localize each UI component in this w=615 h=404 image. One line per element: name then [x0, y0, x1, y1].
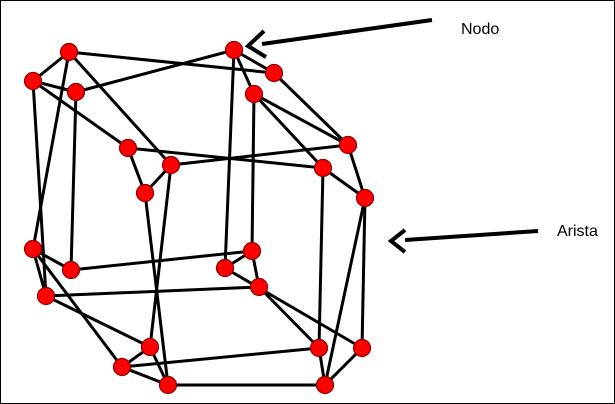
edge-arrow-head — [387, 228, 407, 254]
graph-edge — [272, 71, 350, 147]
graph-edge — [223, 48, 236, 270]
graph-node — [249, 277, 269, 297]
node-arrow-head — [244, 29, 268, 59]
graph-edge — [31, 79, 48, 298]
graph-edge — [44, 294, 152, 349]
graph-edge — [120, 346, 321, 369]
nodes-group — [23, 40, 375, 395]
graph-node — [59, 42, 79, 62]
graph-node — [355, 188, 375, 208]
graph-edge — [67, 50, 173, 167]
edge-arrow-shaft — [404, 229, 539, 242]
graph-edge — [148, 163, 173, 349]
graph-edge — [31, 79, 130, 150]
graph-edge — [44, 285, 261, 298]
graph-node — [118, 138, 138, 158]
graph-edge — [223, 266, 364, 350]
graph-node — [309, 338, 329, 358]
graph-edge — [69, 249, 254, 272]
graph-edge — [69, 90, 78, 272]
graph-node — [23, 239, 43, 259]
graph-edge — [74, 48, 236, 94]
graph-node — [161, 155, 181, 175]
graph-node — [112, 357, 132, 377]
graph-edge — [257, 285, 321, 350]
graph-node — [36, 286, 56, 306]
graph-edge — [31, 50, 71, 251]
graph-node — [313, 158, 333, 178]
graph-node — [315, 375, 335, 395]
graph-node — [158, 375, 178, 395]
graph-node — [224, 40, 244, 60]
node-annotation: Nodo — [244, 18, 499, 59]
graph-edge — [143, 191, 170, 387]
graph-node — [264, 63, 284, 83]
graph-edge — [252, 92, 350, 147]
graph-node — [23, 71, 43, 91]
graph-edge — [252, 92, 325, 170]
graph-edge — [346, 143, 367, 200]
graph-edge — [67, 50, 276, 75]
node-arrow-shaft — [261, 18, 433, 46]
graph-node — [215, 258, 235, 278]
graph-node — [66, 82, 86, 102]
graph-node — [135, 183, 155, 203]
edge-annotation: Arista — [387, 223, 598, 254]
graph-edge — [360, 196, 367, 350]
graph-node — [140, 337, 160, 357]
graph-edge — [31, 247, 124, 369]
edge-label: Arista — [557, 223, 598, 240]
graph-node — [244, 84, 264, 104]
graph-edge — [317, 166, 325, 350]
graph-node — [338, 135, 358, 155]
graph-node — [61, 260, 81, 280]
graph-edge — [169, 143, 350, 167]
graph-node — [352, 338, 372, 358]
graph-edge — [323, 196, 367, 387]
node-label: Nodo — [461, 21, 499, 38]
graph-node — [242, 241, 262, 261]
graph-edge — [250, 92, 256, 253]
